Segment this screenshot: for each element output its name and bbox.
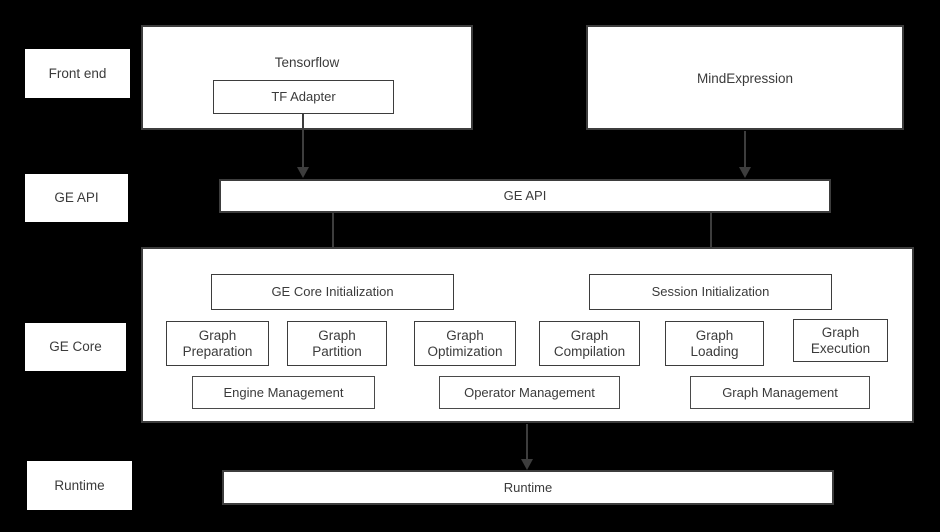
graph-execution-box[interactable]: Graph Execution bbox=[793, 319, 888, 362]
mindexpression-title: MindExpression bbox=[696, 71, 794, 86]
graph-optimization-box[interactable]: Graph Optimization bbox=[414, 321, 516, 366]
mindexpression-container bbox=[586, 25, 904, 130]
operator-management-box[interactable]: Operator Management bbox=[439, 376, 620, 409]
graph-preparation-box[interactable]: Graph Preparation bbox=[166, 321, 269, 366]
tensorflow-title: Tensorflow bbox=[274, 55, 340, 70]
tf-adapter-box[interactable]: TF Adapter bbox=[213, 80, 394, 114]
graph-partition-box[interactable]: Graph Partition bbox=[287, 321, 387, 366]
session-initialization-box[interactable]: Session Initialization bbox=[589, 274, 832, 310]
graph-management-box[interactable]: Graph Management bbox=[690, 376, 870, 409]
graph-compilation-box[interactable]: Graph Compilation bbox=[539, 321, 640, 366]
tensorflow-container bbox=[141, 25, 473, 130]
ge-core-initialization-box[interactable]: GE Core Initialization bbox=[211, 274, 454, 310]
engine-management-box[interactable]: Engine Management bbox=[192, 376, 375, 409]
ge-api-bar[interactable]: GE API bbox=[219, 179, 831, 213]
rail-label-ge-api: GE API bbox=[25, 174, 128, 222]
rail-label-ge-core: GE Core bbox=[25, 323, 126, 371]
graph-loading-box[interactable]: Graph Loading bbox=[665, 321, 764, 366]
rail-label-runtime: Runtime bbox=[27, 461, 132, 510]
runtime-bar[interactable]: Runtime bbox=[222, 470, 834, 505]
rail-label-front-end: Front end bbox=[25, 49, 130, 98]
